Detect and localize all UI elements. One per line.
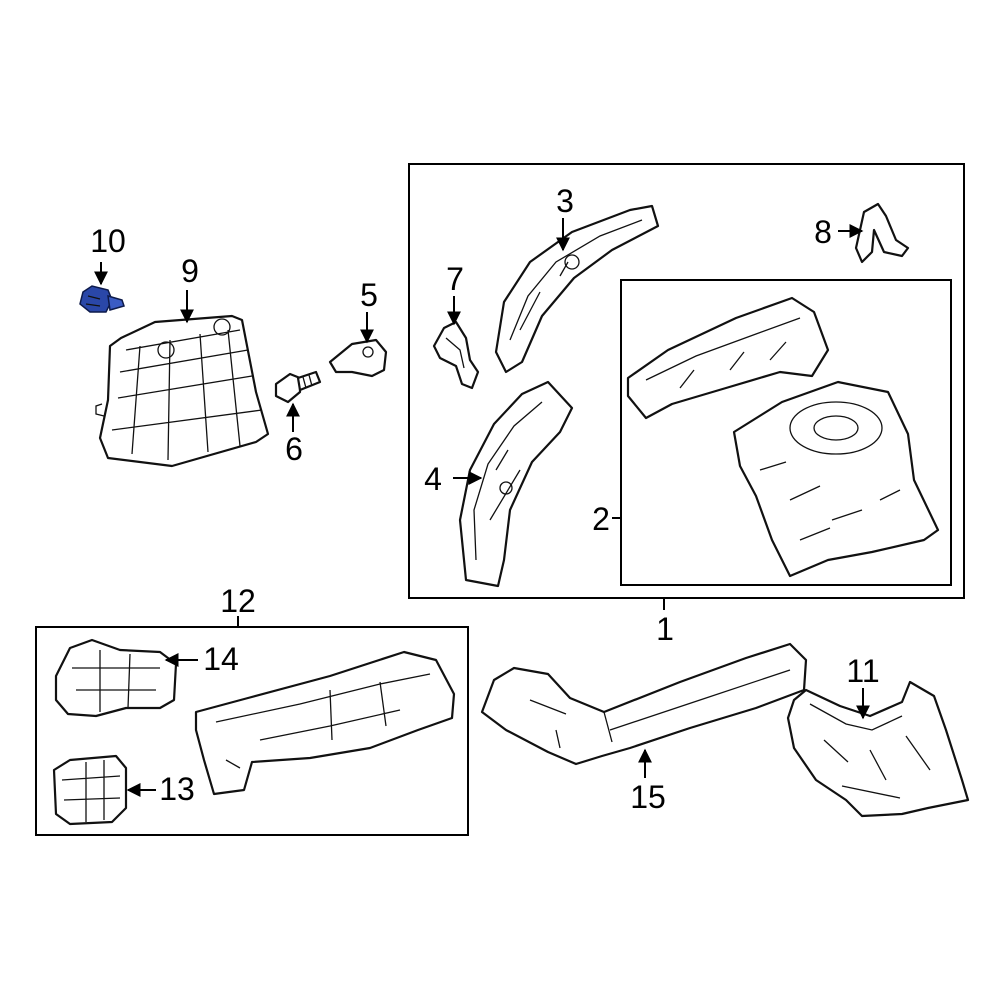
group-frame-2 (620, 279, 952, 586)
callout-4: 4 (424, 461, 442, 497)
callout-5: 5 (360, 277, 378, 313)
part-7-bracket[interactable] (432, 320, 480, 390)
callout-11: 11 (846, 653, 879, 689)
part-2-wheelhouse[interactable] (732, 380, 940, 578)
part-11-wheelhouse[interactable] (786, 680, 970, 818)
part-13-bracket[interactable] (52, 754, 128, 826)
part-10-bolt[interactable] (79, 285, 125, 313)
part-9-panel[interactable] (95, 314, 270, 468)
part-12-rail[interactable] (194, 650, 456, 796)
callout-2: 2 (592, 501, 610, 537)
group-frame-1 (408, 163, 965, 599)
callout-1: 1 (656, 611, 674, 647)
callout-13: 13 (159, 771, 195, 807)
callout-9: 9 (181, 253, 199, 289)
callout-14: 14 (203, 641, 239, 677)
callout-7: 7 (446, 261, 464, 297)
part-4-inner-panel[interactable] (458, 380, 574, 588)
group-frame-12 (35, 626, 469, 836)
part-14-bracket[interactable] (54, 638, 178, 718)
callout-15: 15 (630, 779, 666, 815)
part-8-clip[interactable] (854, 202, 910, 264)
part-15-side-rail[interactable] (480, 642, 808, 766)
part-6-bolt[interactable] (274, 370, 322, 404)
part-5-connector[interactable] (328, 338, 388, 378)
callout-10: 10 (90, 223, 126, 259)
callout-6: 6 (285, 431, 303, 467)
callout-12: 12 (220, 583, 256, 619)
part-3-reinforcement[interactable] (494, 204, 660, 374)
part-2-upper-rail[interactable] (626, 296, 830, 420)
callout-8: 8 (814, 214, 832, 250)
callout-3: 3 (556, 183, 574, 219)
